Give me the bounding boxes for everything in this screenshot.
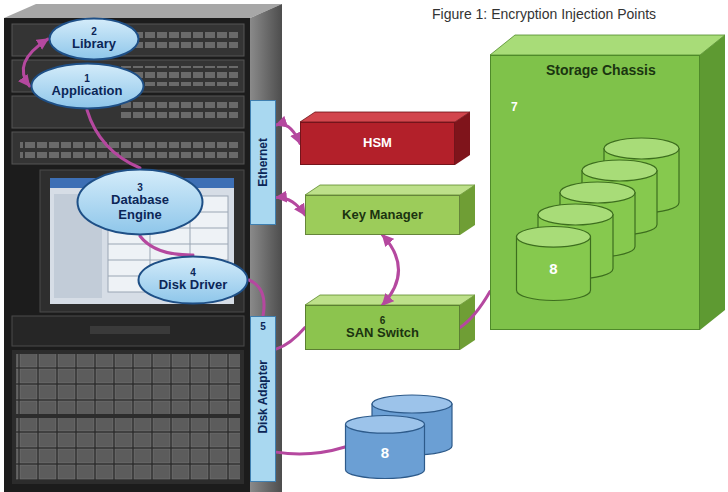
component-ellipse: 3Database Engine	[76, 168, 204, 236]
node-label: Application	[52, 84, 123, 99]
node-label-group: HSM	[363, 136, 392, 151]
callout-number: 8	[549, 260, 557, 277]
node-label: Disk Driver	[159, 278, 228, 293]
node-label: Ethernet	[256, 138, 270, 187]
figure-title-text: Figure 1: Encryption Injection Points	[432, 6, 656, 22]
callout-number: 8	[381, 444, 389, 461]
device-box: Key Manager	[305, 195, 460, 235]
node-label: Storage Chassis	[546, 62, 656, 78]
node-label-group: Ethernet	[256, 138, 270, 187]
callout-number: 5	[260, 321, 266, 332]
connector	[276, 328, 305, 350]
node-label-group: Storage Chassis7	[546, 62, 656, 114]
component-ellipse: 4Disk Driver	[137, 255, 249, 305]
disk-cylinder: 8	[345, 415, 425, 479]
node-label-group: 5Disk Adapter	[256, 321, 270, 434]
callout-number: 2	[91, 26, 97, 37]
connector	[249, 280, 264, 316]
node-label: Key Manager	[342, 208, 423, 223]
callout-number: 1	[84, 73, 90, 84]
callout-number: 4	[190, 267, 196, 278]
storage-chassis: Storage Chassis78	[490, 55, 700, 330]
callout-number: 7	[511, 100, 518, 114]
interface-band: 5Disk Adapter	[250, 316, 276, 482]
device-box: HSM	[300, 122, 455, 165]
connector	[460, 292, 490, 328]
node-label: Library	[72, 37, 116, 52]
disk-cylinder: 8	[516, 226, 591, 301]
node-label-group: 8	[381, 444, 389, 461]
node-label: SAN Switch	[346, 326, 419, 341]
node-label: Disk Adapter	[256, 360, 270, 434]
component-ellipse: 1Application	[30, 62, 145, 110]
node-label-group: 1Application	[52, 73, 123, 99]
node-label-group: Key Manager	[342, 208, 423, 223]
node-label-group: 2Library	[72, 26, 116, 52]
connector	[140, 236, 193, 255]
connector	[87, 110, 140, 168]
device-box: 6SAN Switch	[305, 305, 460, 350]
figure-title: Figure 1: Encryption Injection Points	[432, 5, 656, 23]
connector	[276, 197, 305, 215]
interface-band: Ethernet	[250, 100, 276, 225]
connector	[276, 447, 345, 454]
callout-number: 3	[137, 182, 143, 193]
node-label-group: 4Disk Driver	[159, 267, 228, 293]
node-label-group: 8	[549, 260, 557, 277]
callout-number: 6	[380, 315, 386, 326]
node-label: HSM	[363, 136, 392, 151]
node-label-group: 6SAN Switch	[346, 315, 419, 341]
connector	[276, 124, 300, 143]
component-ellipse: 2Library	[48, 17, 140, 61]
connector	[383, 235, 399, 305]
node-label: Database Engine	[100, 193, 180, 223]
node-label-group: 3Database Engine	[100, 182, 180, 223]
